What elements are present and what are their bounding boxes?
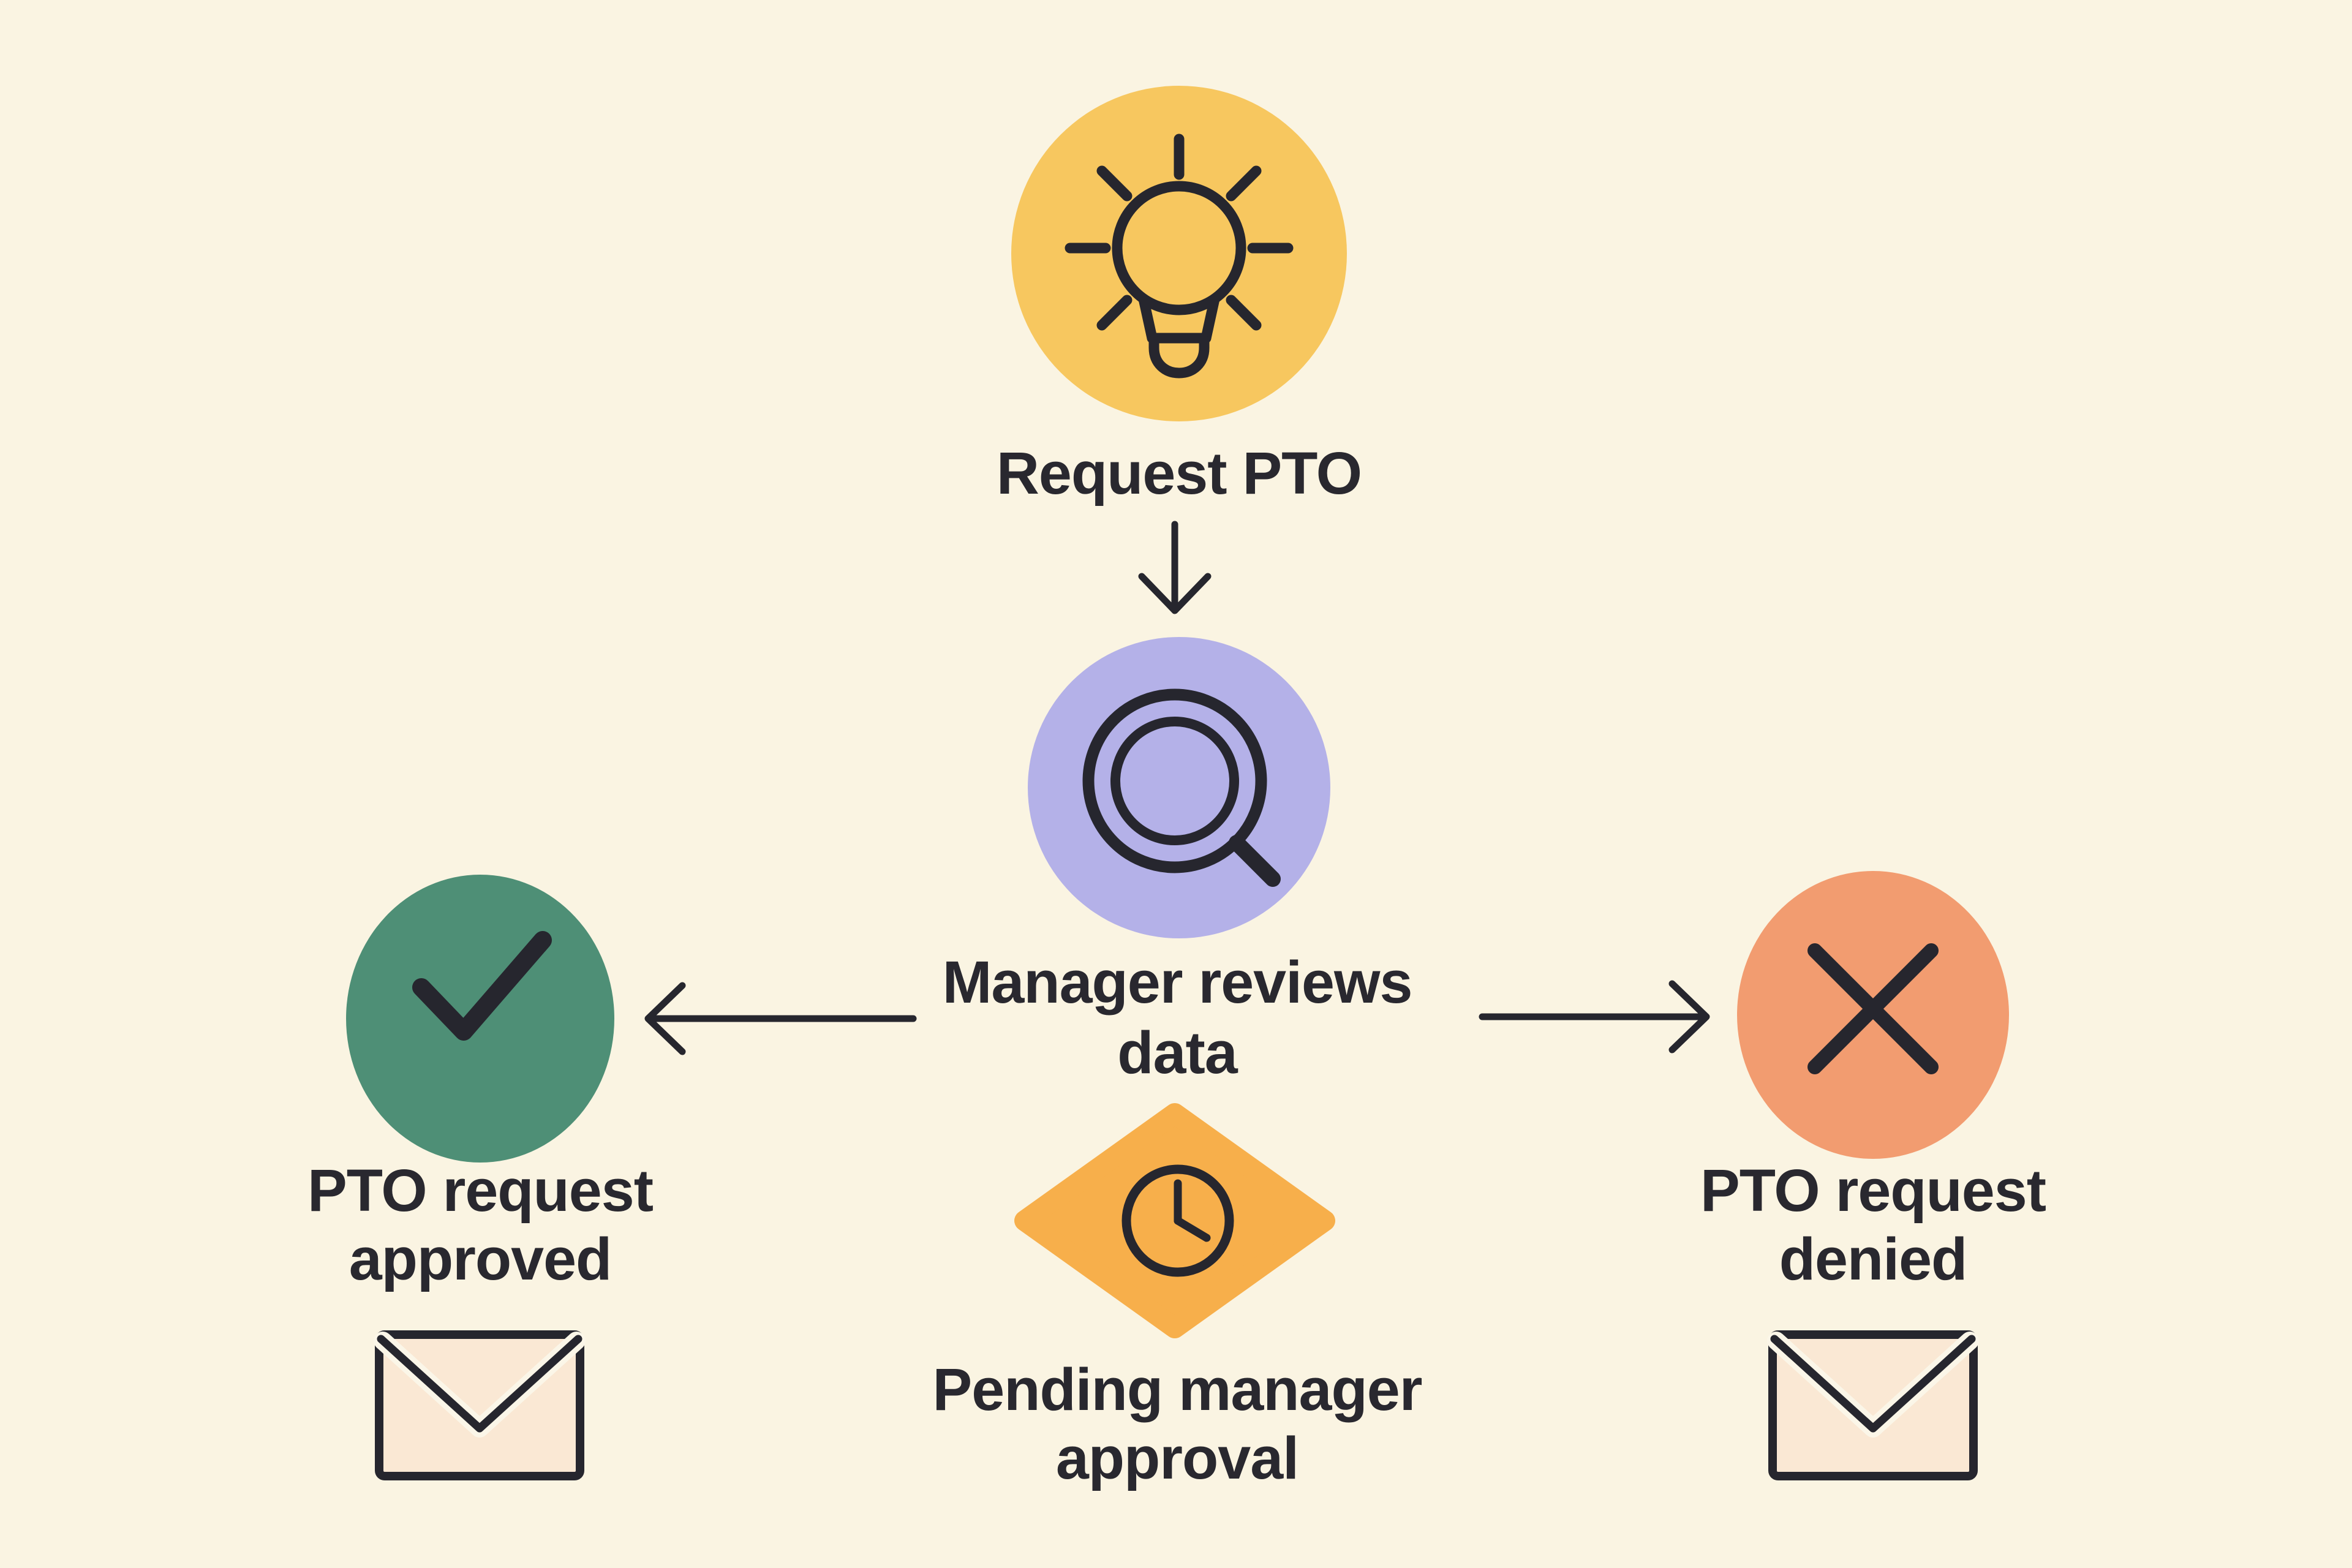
approved-label-line1: PTO request xyxy=(307,1157,654,1224)
denied-envelope xyxy=(1767,1330,1979,1480)
envelope-icon xyxy=(375,1330,584,1480)
manager-reviews-label-line2: data xyxy=(1117,1019,1238,1086)
denied-node xyxy=(1737,871,2009,1159)
x-icon xyxy=(1807,943,1939,1074)
approved-label-line2: approved xyxy=(349,1226,612,1292)
request-pto-label: Request PTO xyxy=(997,440,1362,507)
check-icon xyxy=(412,931,552,1041)
magnifier-icon xyxy=(1082,688,1281,887)
manager-reviews-circle xyxy=(1028,637,1330,938)
denied-label-line1: PTO request xyxy=(1700,1157,2046,1224)
manager-reviews-label-line1: Manager reviews xyxy=(943,949,1412,1016)
request-pto-node xyxy=(1011,86,1347,421)
down-arrow xyxy=(1138,521,1212,614)
lightbulb-icon xyxy=(1065,134,1294,379)
right-arrow xyxy=(1479,980,1710,1054)
pending-label-line1: Pending manager xyxy=(933,1356,1422,1423)
clock-icon xyxy=(1121,1164,1234,1277)
pending-label-line2: approval xyxy=(1056,1425,1298,1491)
left-arrow xyxy=(644,982,917,1055)
request-pto-circle xyxy=(1011,86,1347,421)
envelope-icon xyxy=(1768,1330,1978,1480)
manager-reviews-node xyxy=(1028,637,1330,938)
pending-node xyxy=(1014,1103,1335,1338)
envelope-flap xyxy=(377,1335,582,1433)
approved-node xyxy=(346,875,614,1163)
envelope-flap xyxy=(1770,1335,1976,1433)
approved-envelope xyxy=(374,1330,586,1480)
denied-label-line2: denied xyxy=(1779,1226,1967,1292)
